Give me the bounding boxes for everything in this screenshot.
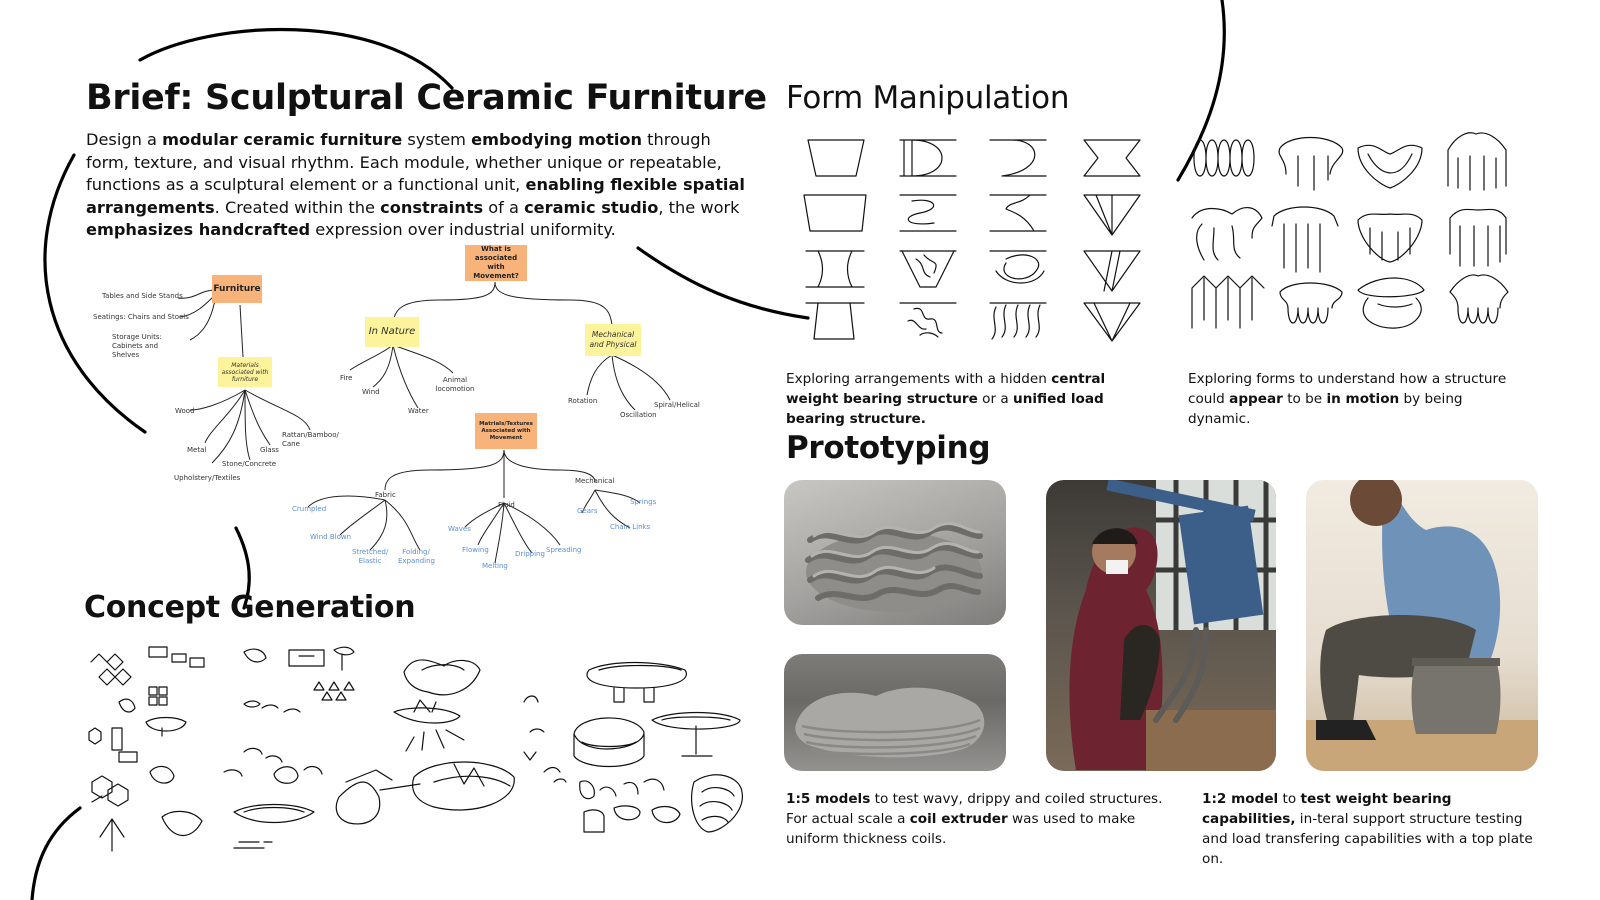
mindmap-leaf-mech: Spiral/Helical	[654, 401, 700, 409]
text-segment: in-teral support structure testing and l…	[1202, 811, 1533, 867]
text-segment: , the work	[658, 197, 740, 217]
mindmap-node-question: What is associated with Movement?	[465, 245, 527, 281]
mindmap-leaf-material: Wood	[175, 407, 195, 415]
mindmap-leaf-material: Glass	[260, 446, 279, 454]
prototyping-caption-right: 1:2 model to test weight bearing capabil…	[1202, 789, 1548, 869]
form-grid-sketches	[803, 139, 1141, 342]
dynamic-form-sketches	[1191, 132, 1509, 329]
mindmap-leaf-mechanical: Springs	[630, 498, 657, 506]
text-segment: enabling flexible spatial arrangements	[86, 175, 745, 217]
text-segment: Exploring forms to understand how a stru…	[1188, 371, 1507, 407]
mindmap-leaf-fabric: Wind Blown	[310, 533, 352, 541]
text-segment: ceramic studio	[524, 197, 659, 217]
mindmap-node-mechanical: Mechanical	[575, 477, 615, 485]
mindmap-leaf-mech: Oscillation	[620, 411, 657, 419]
text-segment: in motion	[1326, 391, 1400, 407]
mindmap-leaf-fluid: Melting	[482, 562, 508, 570]
text-segment: or a	[977, 391, 1014, 407]
text-segment: was used to make uniform thickness coils…	[786, 811, 1136, 847]
text-segment: modular ceramic furniture	[162, 130, 403, 149]
form-caption-right: Exploring forms to understand how a stru…	[1188, 369, 1528, 429]
mindmap-node-mechanical-physical: Mechanical and Physical	[585, 324, 641, 356]
brief-body: Design a modular ceramic furniture syste…	[86, 129, 746, 242]
brief-title: Brief: Sculptural Ceramic Furniture	[86, 78, 767, 118]
mindmap-leaf-material: Rattan/Bamboo/ Cane	[282, 431, 339, 448]
text-segment: 1:2 model	[1202, 791, 1279, 807]
mindmap-leaf-tables: Tables and Side Stands	[102, 292, 183, 300]
mindmap-leaf-fluid: Spreading	[546, 546, 582, 554]
photo-coiled-bowl	[784, 480, 1006, 625]
mindmap-leaf-nature: Animal locomotion	[435, 376, 475, 393]
mindmap-leaf-fabric: Stretched/ Elastic	[352, 548, 389, 565]
mindmap-node-materials: Materials associated with furniture	[218, 357, 272, 387]
text-segment: to test wavy, drippy and coiled structur…	[786, 791, 1163, 827]
form-caption-left: Exploring arrangements with a hidden cen…	[786, 369, 1156, 429]
text-segment: embodying motion	[471, 130, 643, 149]
mindmap-node-fluid: Fluid	[498, 501, 515, 509]
seated-test-icon	[1306, 480, 1538, 771]
text-segment: expression over industrial uniformity.	[310, 220, 616, 239]
mindmap-node-in-nature: In Nature	[365, 317, 419, 347]
mindmap-leaf-fabric: Crumpled	[292, 505, 327, 513]
text-segment: unified load bearing structure.	[786, 391, 1104, 427]
text-segment: of a	[483, 197, 525, 217]
mind-map: Furniture Tables and Side Stands Seating…	[90, 245, 740, 585]
mindmap-node-furniture: Furniture	[212, 275, 262, 303]
text-segment: Design a	[86, 130, 163, 149]
text-segment: . Created within the	[214, 197, 381, 217]
photo-seated-test	[1306, 480, 1538, 771]
form-title: Form Manipulation	[786, 80, 1070, 116]
mindmap-leaf-mech: Rotation	[568, 397, 598, 405]
prototyping-caption-left: 1:5 models to test wavy, drippy and coil…	[786, 789, 1166, 849]
mindmap-leaf-material: Upholstery/Textiles	[174, 474, 241, 482]
coiled-clay-bowl-icon	[805, 522, 983, 612]
mindmap-leaf-fabric: Folding/ Expanding	[398, 548, 436, 565]
text-segment: system	[402, 130, 472, 149]
mindmap-leaf-material: Metal	[187, 446, 207, 454]
text-segment: 1:5 models	[786, 791, 871, 807]
text-segment: emphasizes handcrafted	[86, 220, 311, 239]
text-segment: coil extruder	[909, 811, 1008, 827]
mindmap-leaf-material: Stone/Concrete	[222, 460, 277, 468]
mindmap-leaf-nature: Wind	[362, 388, 380, 396]
text-segment: constraints	[380, 197, 484, 217]
text-segment: by being dynamic.	[1188, 391, 1463, 427]
mindmap-node-textures: Matrials/Textures Associated with Moveme…	[475, 413, 537, 449]
prototyping-title: Prototyping	[786, 430, 991, 466]
mindmap-leaf-nature: Fire	[340, 374, 353, 382]
text-segment: appear	[1229, 391, 1283, 407]
mind-map-lines	[177, 281, 671, 564]
mindmap-node-fabric: Fabric	[375, 491, 396, 499]
text-segment: to	[1278, 791, 1301, 807]
text-segment: through form, texture, and visual rhythm…	[86, 130, 722, 194]
mindmap-leaf-fluid: Waves	[448, 525, 471, 533]
mindmap-leaf-mechanical: Gears	[577, 507, 598, 515]
photo-coil-extruder	[1046, 480, 1276, 771]
text-segment: test weight bearing capabilities,	[1202, 791, 1452, 827]
mindmap-leaf-fluid: Flowing	[462, 546, 489, 554]
mindmap-leaf-fluid: Dripping	[515, 550, 545, 558]
text-segment: Exploring arrangements with a hidden	[786, 371, 1052, 387]
text-segment: central weight bearing structure	[786, 371, 1106, 407]
text-segment: to be	[1282, 391, 1327, 407]
coil-extruder-icon	[1069, 480, 1276, 771]
concept-title: Concept Generation	[84, 590, 416, 625]
mindmap-leaf-nature: Water	[408, 407, 429, 415]
flat-clay-coil-icon	[795, 687, 985, 758]
mindmap-leaf-storage: Storage Units: Cabinets and Shelves	[112, 333, 162, 359]
concept-sketches	[88, 646, 743, 852]
mindmap-leaf-seatings: Seatings: Chairs and Stools	[93, 313, 189, 321]
photo-flat-coil	[784, 654, 1006, 771]
mindmap-leaf-mechanical: Chain Links	[610, 523, 651, 531]
